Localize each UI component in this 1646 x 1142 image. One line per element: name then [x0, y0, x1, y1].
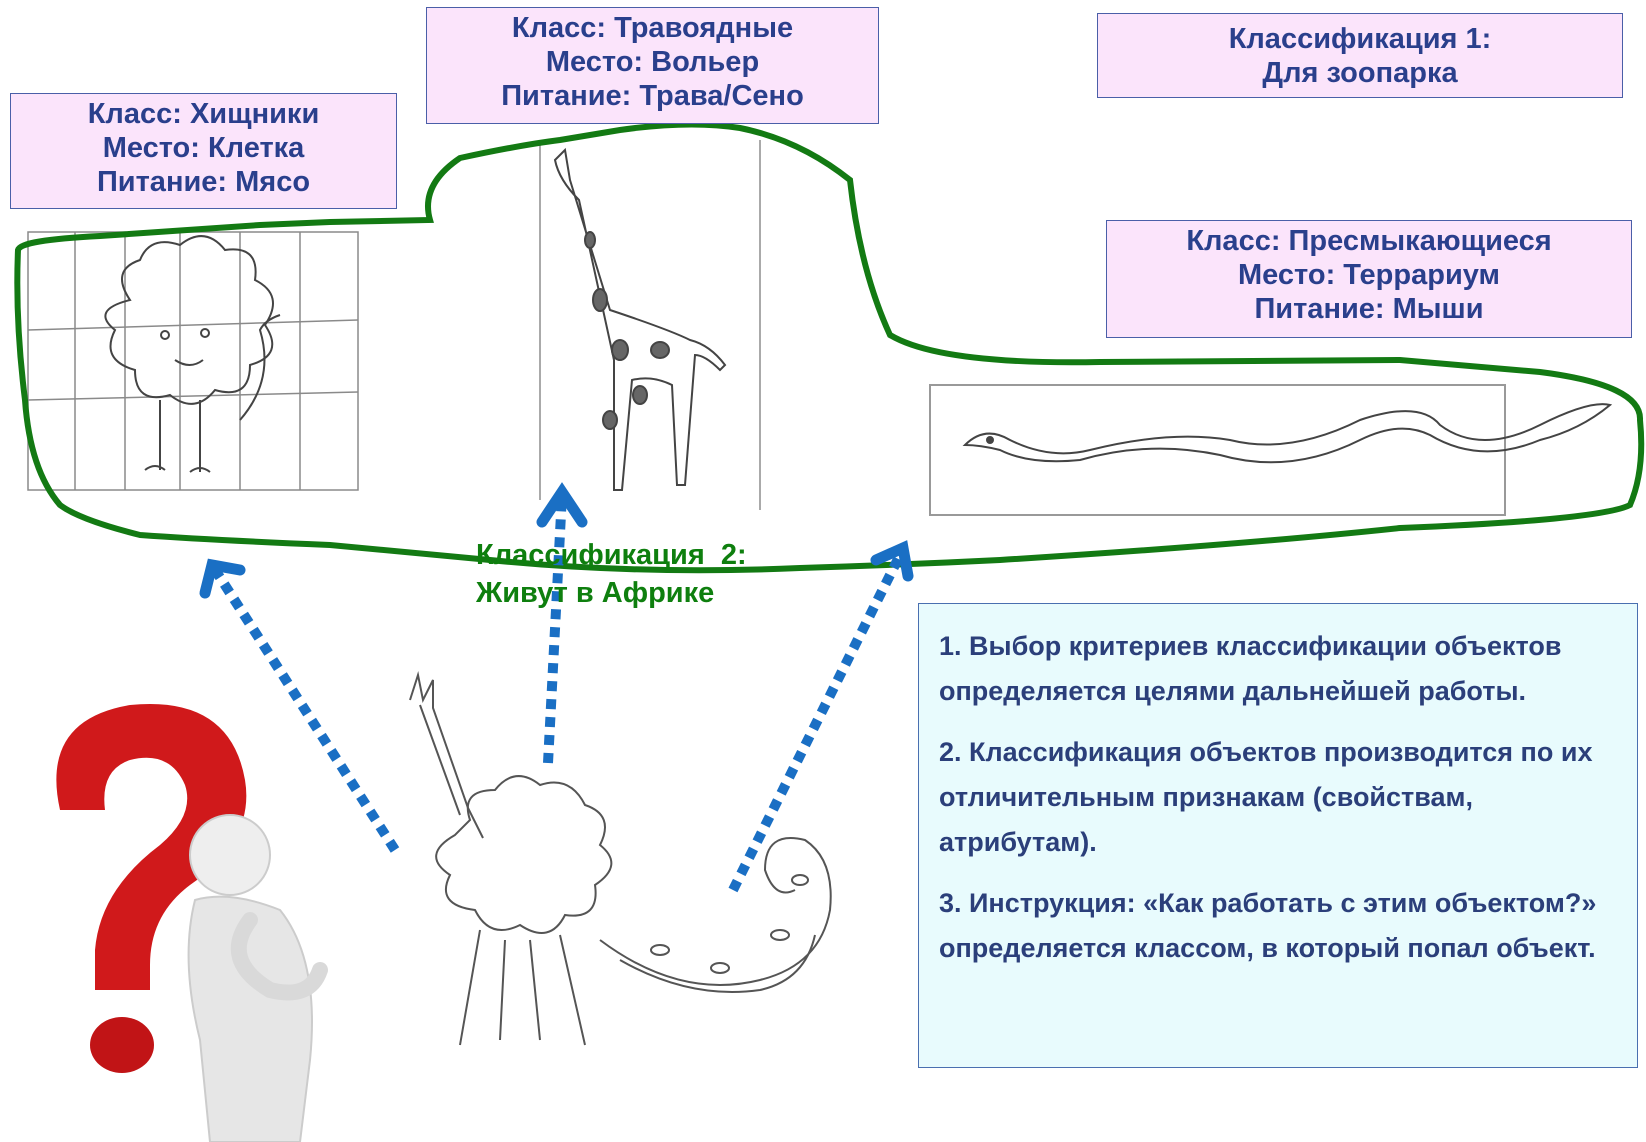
arrow-to-snake [733, 548, 908, 890]
predators-class-box: Класс: Хищники Место: Клетка Питание: Мя… [10, 93, 397, 209]
predators-class: Класс: Хищники [11, 97, 396, 131]
principle-3: 3. Инструкция: «Как работать с этим объе… [939, 881, 1617, 971]
herbivores-class: Класс: Травоядные [427, 11, 878, 45]
principle-2: 2. Классификация объектов производится п… [939, 730, 1617, 865]
lion-cage-sketch [28, 232, 358, 490]
classification1-title: Классификация 1: [1098, 22, 1622, 56]
question-mark-figure [56, 704, 320, 1142]
herbivores-class-box: Класс: Травоядные Место: Вольер Питание:… [426, 7, 879, 124]
reptiles-class: Класс: Пресмыкающиеся [1107, 224, 1631, 258]
principle-1: 1. Выбор критериев классификации объекто… [939, 624, 1617, 714]
classification2-label: Классификация 2: Живут в Африке [476, 536, 747, 612]
predators-food: Питание: Мясо [11, 165, 396, 199]
classification2-subtitle: Живут в Африке [476, 574, 747, 612]
reptiles-food: Питание: Мыши [1107, 292, 1631, 326]
herbivores-food: Питание: Трава/Сено [427, 79, 878, 113]
reptiles-class-box: Класс: Пресмыкающиеся Место: Террариум П… [1106, 220, 1632, 338]
reptiles-place: Место: Террариум [1107, 258, 1631, 292]
classification1-subtitle: Для зоопарка [1098, 56, 1622, 90]
arrow-to-giraffe [542, 492, 582, 763]
principles-note-box: 1. Выбор критериев классификации объекто… [918, 603, 1638, 1068]
predators-place: Место: Клетка [11, 131, 396, 165]
herbivores-place: Место: Вольер [427, 45, 878, 79]
classification2-title: Классификация 2: [476, 536, 747, 574]
classification1-box: Классификация 1: Для зоопарка [1097, 13, 1623, 98]
giraffe-sketch [540, 140, 760, 510]
lion-sketch [105, 236, 280, 472]
snake-sketch [930, 385, 1610, 515]
chimera-sketch [410, 675, 831, 1045]
